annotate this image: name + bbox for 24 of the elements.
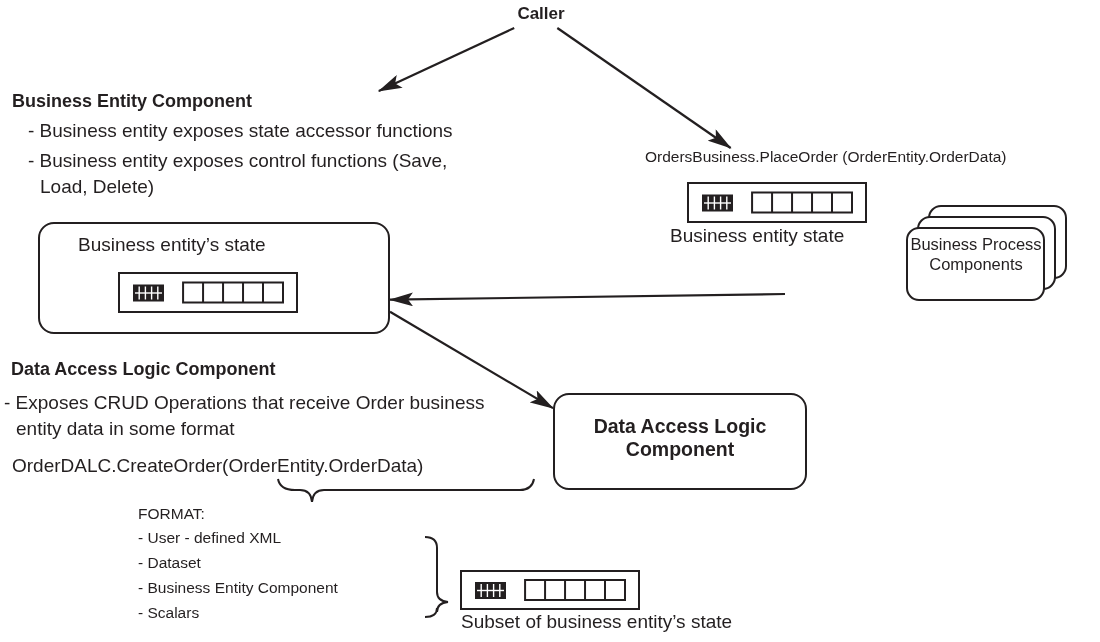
list-item: - Scalars <box>138 604 201 623</box>
bullet-text: - Business entity exposes control functions (Save, Load, Delete) <box>28 149 449 200</box>
arrow <box>556 27 732 149</box>
list-item: - Dataset <box>138 554 202 573</box>
format-heading: FORMAT: <box>138 505 206 524</box>
component-box <box>553 393 807 490</box>
component-heading: Business Entity Component <box>12 91 254 113</box>
arrow <box>389 310 554 410</box>
arrow <box>389 292 785 307</box>
caller-label: Caller <box>516 4 566 25</box>
method-call-text: OrdersBusiness.PlaceOrder (OrderEntity.OrderData) <box>645 148 1008 167</box>
arrow <box>377 27 515 92</box>
component-heading: Data Access Logic Component <box>11 359 277 381</box>
list-item: - User - defined XML <box>138 529 282 548</box>
component-box <box>38 222 390 334</box>
state-caption: Subset of business entity’s state <box>461 611 734 634</box>
state-caption: Business entity state <box>670 225 846 248</box>
method-call-text: OrderDALC.CreateOrder(OrderEntity.OrderData) <box>12 455 425 478</box>
bullet-text: - Business entity exposes state accessor functions <box>28 120 454 143</box>
component-label: Business Process Components <box>909 235 1043 275</box>
bullet-text: - Exposes CRUD Operations that receive Order business entity data in some format <box>4 391 486 442</box>
component-label: Data Access Logic Component <box>592 415 768 462</box>
list-item: - Business Entity Component <box>138 579 339 598</box>
state-label: Business entity’s state <box>78 234 267 257</box>
